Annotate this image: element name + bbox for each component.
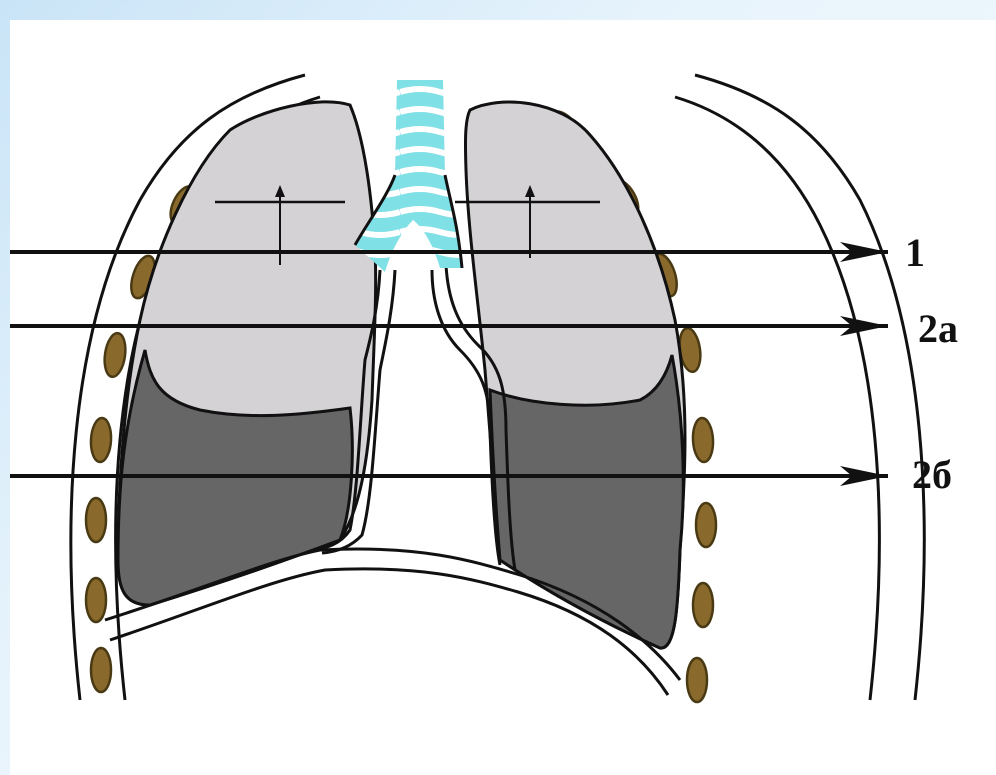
left-lung (118, 102, 376, 605)
label-2b: 2б (912, 452, 952, 497)
trachea (355, 80, 462, 272)
label-1: 1 (905, 230, 925, 275)
label-2a: 2а (918, 306, 958, 351)
